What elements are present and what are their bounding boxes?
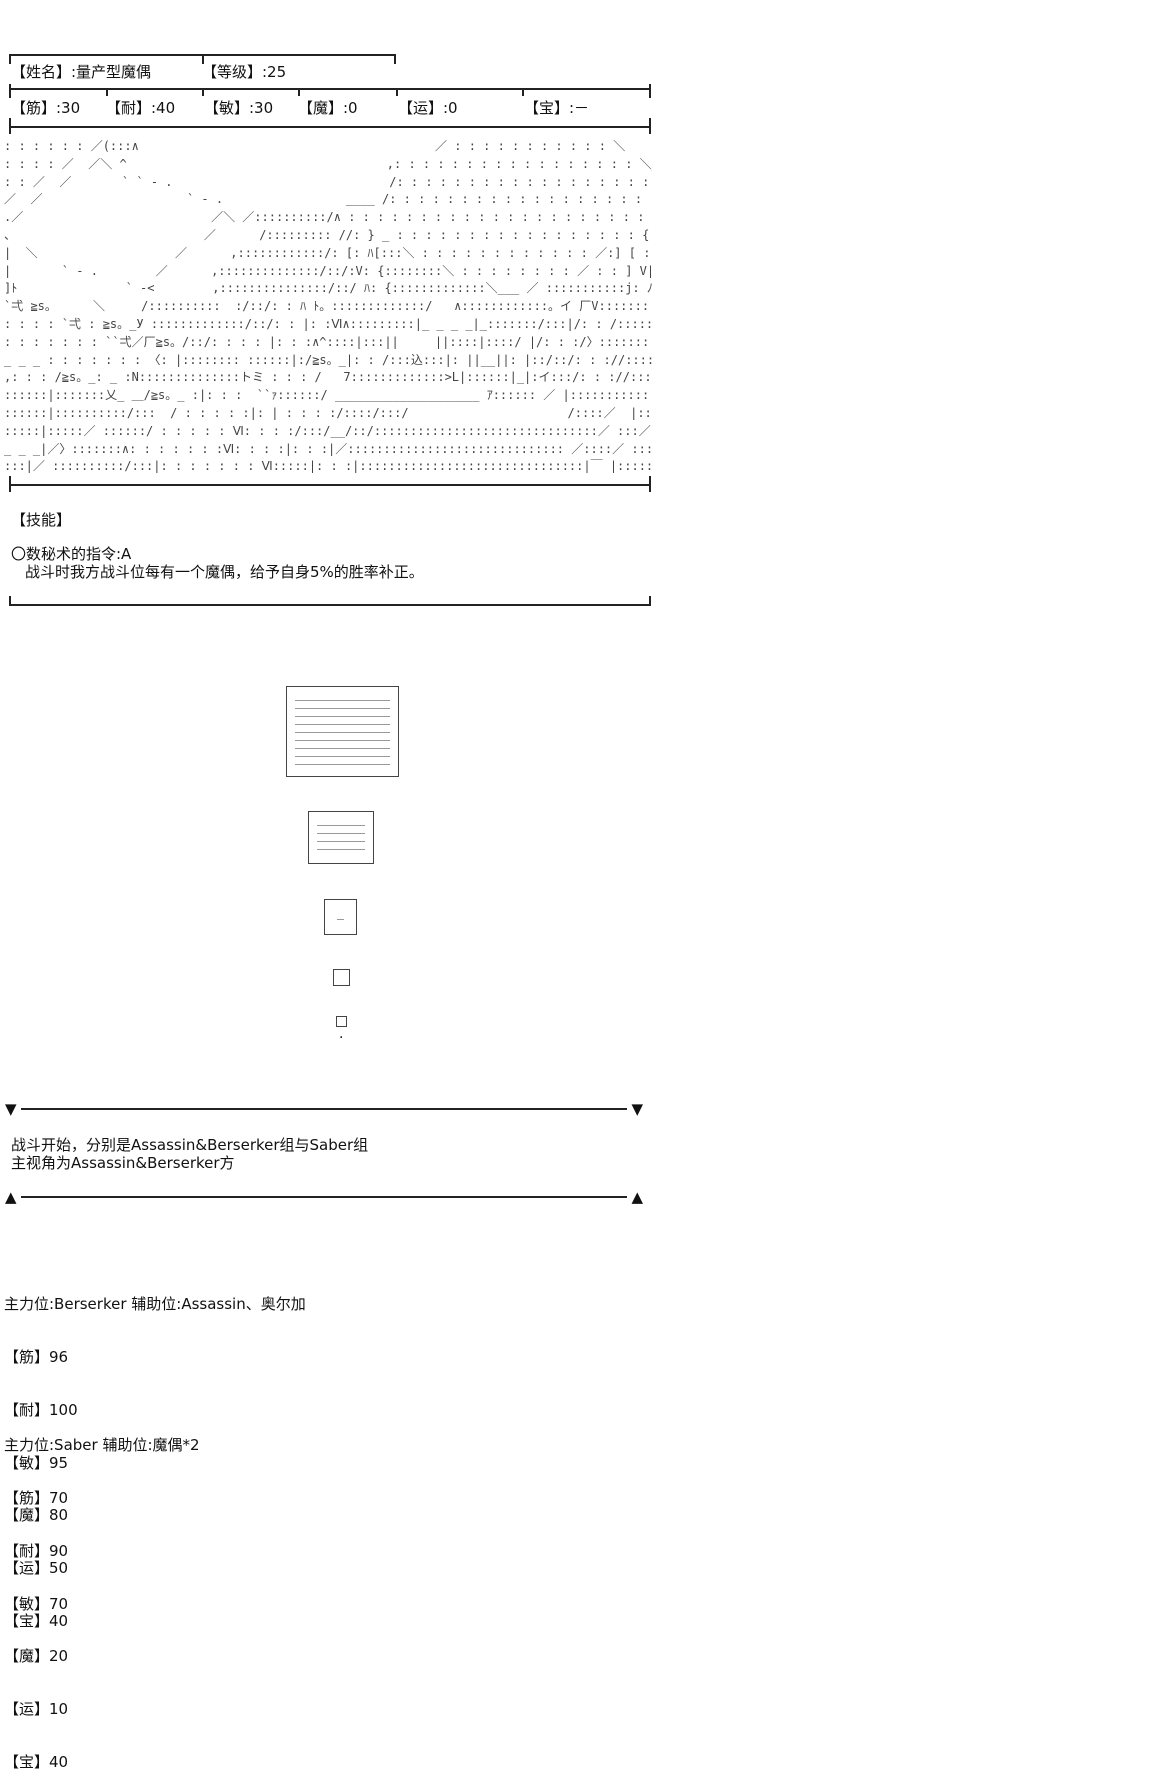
card-tick xyxy=(649,596,651,606)
card-tick xyxy=(649,118,651,134)
card-tick xyxy=(9,84,11,98)
card-art-bottom-rule xyxy=(9,484,651,486)
stat-str: 【筋】:30 xyxy=(11,99,81,117)
box-large xyxy=(286,686,399,777)
card-tick xyxy=(106,88,108,96)
team-b-stat: 【运】10 xyxy=(4,1700,69,1719)
notice-line-2: 主视角为Assassin&Berserker方 xyxy=(11,1154,235,1172)
card-art-top-rule xyxy=(9,126,651,128)
card-tick xyxy=(202,54,204,64)
box-medium xyxy=(308,811,374,864)
team-a-stat: 【敏】95 xyxy=(4,1453,69,1472)
team-b-stat: 【魔】20 xyxy=(4,1647,69,1666)
team-b-stat: 【筋】70 xyxy=(4,1488,69,1507)
card-tick xyxy=(202,88,204,96)
card-stats-rule xyxy=(9,88,651,90)
card-tick xyxy=(649,84,651,98)
stat-luck: 【运】:0 xyxy=(398,99,458,117)
team-b-header: 主力位:Saber 辅助位:魔偶*2 xyxy=(4,1436,200,1455)
character-ascii-art: : : : : : : ／(:::∧ ／ : : : : : : : : : :… xyxy=(4,139,652,474)
skills-header: 【技能】 xyxy=(11,511,72,529)
notice-line-1: 战斗开始，分别是Assassin&Berserker组与Saber组 xyxy=(11,1136,369,1154)
card-tick xyxy=(9,476,11,492)
box-tiny xyxy=(333,969,350,986)
team-b-stat: 【敏】70 xyxy=(4,1594,69,1613)
team-a-stat: 【耐】100 xyxy=(4,1400,78,1419)
card-tick xyxy=(394,54,396,64)
triangle-up-icon: ▲ xyxy=(631,1188,643,1206)
team-b-stat: 【宝】40 xyxy=(4,1752,69,1771)
card-tick xyxy=(9,54,11,64)
character-level: 【等级】:25 xyxy=(202,63,287,81)
team-b: 主力位:Saber 辅助位:魔偶*2 【筋】70 【耐】90 【敏】70 【魔】… xyxy=(4,1402,200,1789)
card-bottom-rule xyxy=(9,604,651,606)
notice-top-divider: ▼ ▼ xyxy=(5,1099,643,1119)
card-tick xyxy=(396,88,398,96)
character-name: 【姓名】:量产型魔偶 xyxy=(11,63,152,81)
skill-description: 战斗时我方战斗位每有一个魔偶，给予自身5%的胜率补正。 xyxy=(25,563,424,581)
team-a-header: 主力位:Berserker 辅助位:Assassin、奥尔加 xyxy=(4,1295,306,1314)
team-a-stat: 【筋】96 xyxy=(4,1347,69,1366)
box-mini xyxy=(336,1016,347,1027)
team-b-stat: 【耐】90 xyxy=(4,1541,69,1560)
stat-agi: 【敏】:30 xyxy=(204,99,274,117)
box-small xyxy=(324,899,357,935)
card-tick xyxy=(298,88,300,96)
triangle-down-icon: ▼ xyxy=(631,1100,643,1118)
team-a-stat: 【魔】80 xyxy=(4,1506,69,1525)
skill-name: 〇数秘术的指令:A xyxy=(11,545,132,563)
box-dot: . xyxy=(339,1026,344,1042)
card-tick xyxy=(9,118,11,134)
card-tick xyxy=(649,476,651,492)
notice-bottom-divider: ▲ ▲ xyxy=(5,1187,643,1207)
card-tick xyxy=(9,596,11,606)
stat-mag: 【魔】:0 xyxy=(298,99,358,117)
stat-end: 【耐】:40 xyxy=(106,99,176,117)
triangle-up-icon: ▲ xyxy=(5,1188,17,1206)
triangle-down-icon: ▼ xyxy=(5,1100,17,1118)
stat-np: 【宝】:－ xyxy=(524,99,590,117)
card-tick xyxy=(522,88,524,96)
